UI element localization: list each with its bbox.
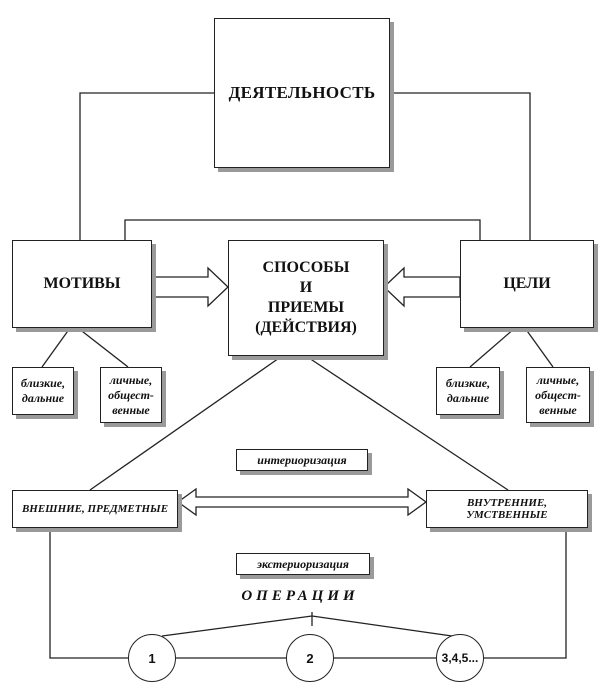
operation-node-3: 3,4,5... <box>436 634 484 682</box>
goals-branch-left <box>469 327 516 368</box>
internal-to-operations-line <box>484 528 567 659</box>
external-label: ВНЕШНИЕ, ПРЕДМЕТНЫЕ <box>21 503 169 515</box>
interiorization-label: интериоризация <box>257 452 347 467</box>
goal-type-personal-social: личные, общест- венные <box>526 367 590 423</box>
operations-to-node3-line <box>311 615 453 637</box>
goal-type-near-far: близкие, дальние <box>436 367 500 415</box>
methods-to-external-line <box>89 355 283 491</box>
internal-box: ВНУТРЕННИЕ, УМСТВЕННЫЕ <box>426 490 588 528</box>
activity-to-goals-line <box>390 92 531 240</box>
motives-goals-bracket-line <box>124 219 481 240</box>
activity-box: ДЕЯТЕЛЬНОСТЬ <box>214 18 390 168</box>
goals-branch-right <box>524 327 554 368</box>
goals-label: ЦЕЛИ <box>503 275 551 292</box>
motives-label: МОТИВЫ <box>43 275 121 292</box>
internal-label: ВНУТРЕННИЕ, УМСТВЕННЫЕ <box>466 497 548 521</box>
methods-label: СПОСОБЫ И ПРИЕМЫ (ДЕЙСТВИЯ) <box>255 259 357 336</box>
external-to-operations-line <box>49 528 128 659</box>
interiorization-label-box: интериоризация <box>236 449 368 471</box>
methods-box: СПОСОБЫ И ПРИЕМЫ (ДЕЙСТВИЯ) <box>228 240 384 356</box>
methods-to-internal-line <box>305 355 509 491</box>
motives-branch-right <box>77 327 129 368</box>
activity-to-motives-line <box>79 92 214 240</box>
operations-label: ОПЕРАЦИИ <box>241 588 359 604</box>
goals-to-methods-arrow <box>383 266 461 308</box>
motive-type-personal-social: личные, общест- венные <box>100 367 162 423</box>
motive-type-near-far: близкие, дальние <box>12 367 74 415</box>
motives-to-methods-arrow <box>151 266 229 308</box>
exteriorization-label: экстериоризация <box>257 556 349 571</box>
motives-branch-left <box>41 327 71 368</box>
external-internal-double-arrow <box>176 487 428 517</box>
operations-to-node1-line <box>161 615 313 637</box>
operation-node-2: 2 <box>286 634 334 682</box>
operation-node-1: 1 <box>128 634 176 682</box>
activity-label: ДЕЯТЕЛЬНОСТЬ <box>228 83 376 102</box>
goals-box: ЦЕЛИ <box>460 240 594 328</box>
exteriorization-label-box: экстериоризация <box>236 553 370 575</box>
motives-box: МОТИВЫ <box>12 240 152 328</box>
external-box: ВНЕШНИЕ, ПРЕДМЕТНЫЕ <box>12 490 178 528</box>
